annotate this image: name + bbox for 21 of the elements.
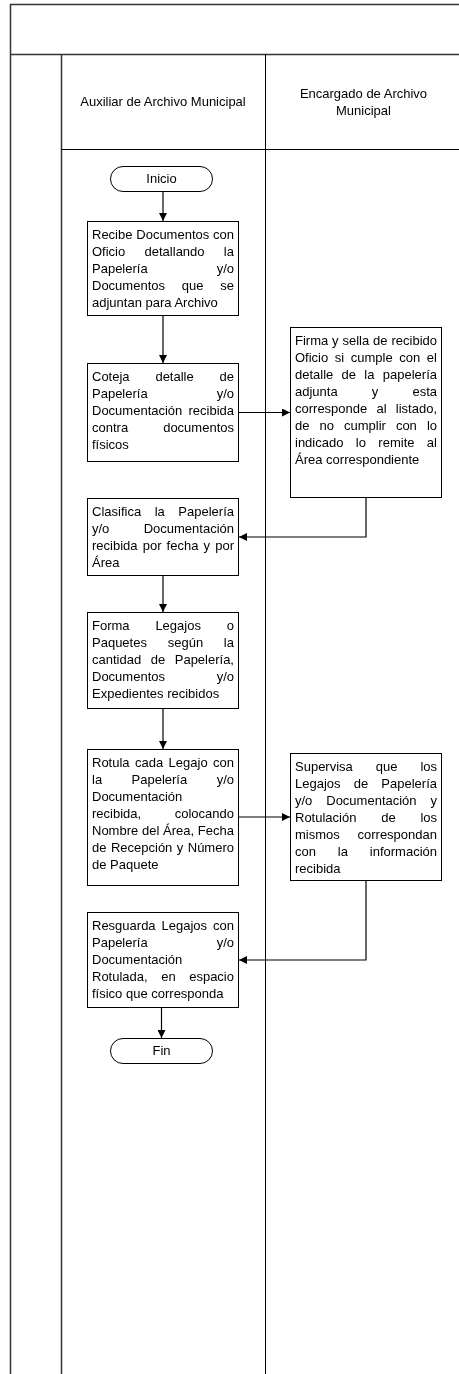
- arrow: [238, 880, 367, 964]
- arrow: [157, 1007, 166, 1039]
- process-box: Supervisa que los Legajos de Papelería y/o Documentación y Rotulación de los mismos correspondan con la información recibida: [290, 753, 442, 881]
- process-box: Resguarda Legajos con Papelería y/o Documentación Rotulada, en espacio físico que corresponda: [87, 912, 239, 1008]
- arrow: [238, 408, 291, 417]
- process-box: Rotula cada Legajo con la Papelería y/o Documentación recibida, colocando Nombre del Área, Fecha de Recepción y Número de Paquete: [87, 749, 239, 886]
- arrow: [238, 813, 291, 821]
- process-box: Recibe Documentos con Oficio detallando la Papelería y/o Documentos que se adjuntan para Archivo: [87, 221, 239, 316]
- arrow: [159, 708, 167, 750]
- lane-header: Auxiliar de Archivo Municipal: [80, 93, 246, 110]
- process-box: Forma Legajos o Paquetes según la cantidad de Papelería, Documentos y/o Expedientes recibidos: [87, 612, 239, 709]
- lane-header: Encargado de Archivo Municipal: [298, 84, 429, 119]
- arrow: [238, 497, 367, 541]
- arrow: [159, 575, 167, 613]
- process-box: Clasifica la Papelería y/o Documentación recibida por fecha y por Área: [87, 498, 239, 576]
- terminator-pill: Inicio: [110, 166, 213, 192]
- arrow: [159, 315, 167, 364]
- arrow: [159, 191, 167, 222]
- terminator-pill: Fin: [110, 1038, 213, 1064]
- process-box: Firma y sella de recibido Oficio si cumple con el detalle de la papelería adjunta y esta corresponde al listado, de no cumplir con lo indicado lo remite al Área correspondiente: [290, 327, 442, 498]
- process-box: Coteja detalle de Papelería y/o Documentación recibida contra documentos físicos: [87, 363, 239, 462]
